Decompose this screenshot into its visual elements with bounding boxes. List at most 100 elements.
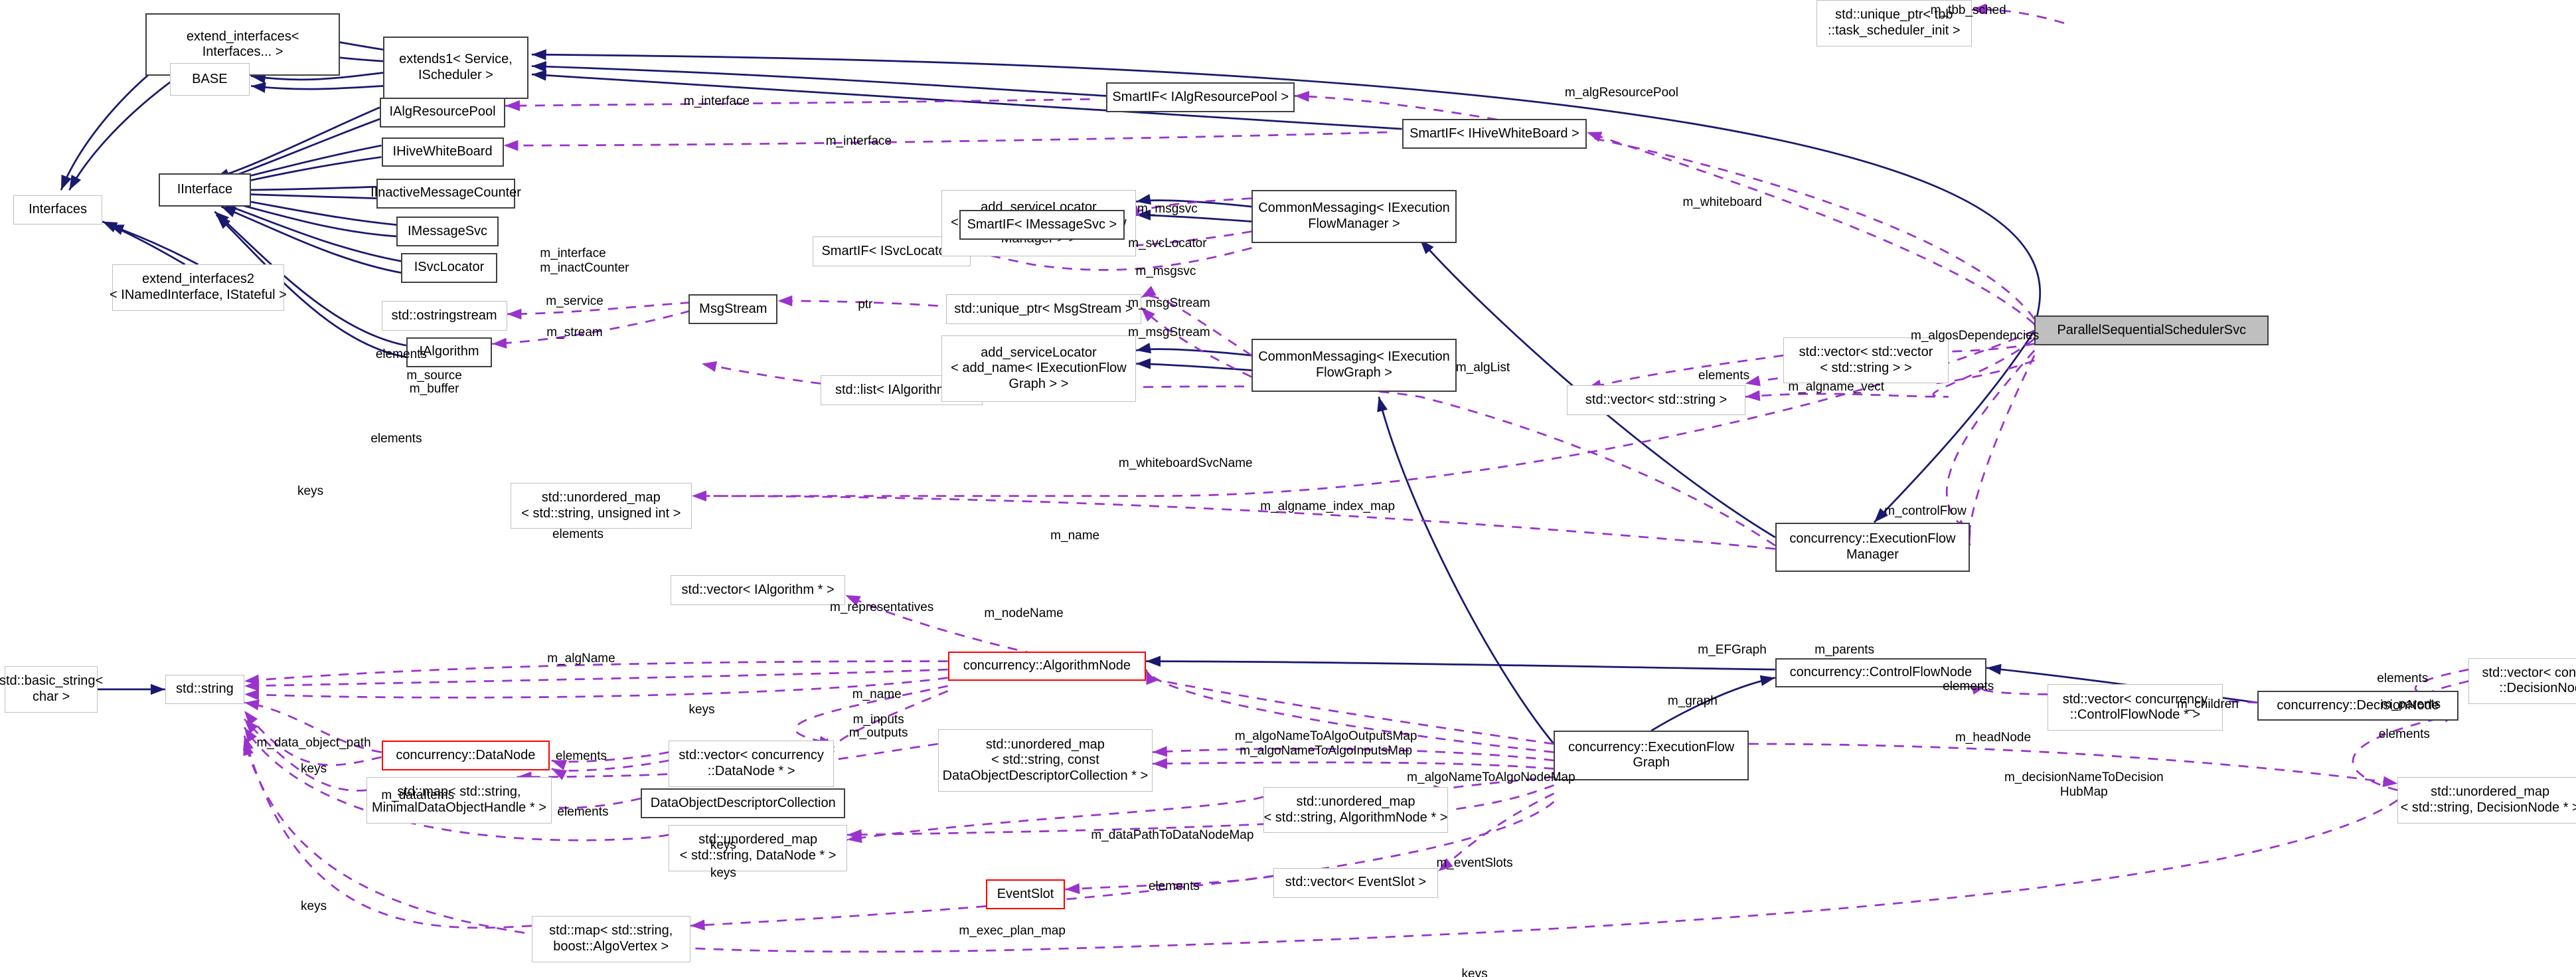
edge-label: m_controlFlow [1884,504,1967,519]
node-datanode[interactable]: concurrency::DataNode [381,741,550,770]
edge-label: m_interface [825,133,892,148]
edge-label: ptr [858,298,873,312]
node-imessagesvc[interactable]: IMessageSvc [396,217,499,246]
edge-label: m_inactCounter [540,261,629,276]
edge-label: elements [557,805,609,820]
node-map_str_mdoh[interactable]: std::map< std::string, MinimalDataObject… [366,776,552,824]
edge-label: m_name [1050,529,1100,543]
edge-label: m_algResourcePool [1564,86,1678,100]
node-vec_conc_cfn[interactable]: std::vector< concurrency ::ControlFlowNo… [2048,684,2223,731]
edge-label: m_EFGraph [1698,643,1767,658]
edge-label: HubMap [2059,785,2108,800]
edge-label: m_nodeName [984,606,1064,621]
node-ialgresourcepool[interactable]: IAlgResourcePool [380,97,506,128]
edge-label: m_msgStream [1128,296,1210,310]
edge-label: m_interface [540,246,606,260]
node-umap_str_datanode[interactable]: std::unordered_map < std::string, DataNo… [669,825,847,871]
node-basic_string[interactable]: std::basic_string< char > [0,666,103,713]
node-add_svcloc_efg[interactable]: add_serviceLocator < add_name< IExecutio… [941,335,1137,402]
node-interfaces[interactable]: Interfaces [13,195,103,225]
edge-label: keys [1461,967,1488,977]
edge-label: m_inputs [852,712,904,727]
node-extends1[interactable]: extends1< Service, IScheduler > [383,36,528,100]
node-unique_ptr_msgstream[interactable]: std::unique_ptr< MsgStream > [946,294,1141,324]
node-vec_ialgorithm[interactable]: std::vector< IAlgorithm * > [670,575,846,605]
edge-label: elements [2377,671,2429,685]
node-extend_interfaces2[interactable]: extend_interfaces2 < INamedInterface, IS… [110,264,287,311]
edge-label: m_name [852,687,902,702]
node-smartif_ialgrespool[interactable]: SmartIF< IAlgResourcePool > [1106,82,1295,113]
edge-label: m_stream [546,325,603,340]
node-umap_str_dodc[interactable]: std::unordered_map < std::string, const … [937,729,1153,792]
edge-label: m_source [406,369,462,383]
edge-label: m_eventSlots [1436,856,1513,871]
edge-label: m_headNode [1955,731,2032,745]
edge-label: m_interface [683,94,750,108]
edge-label: m_algoNameToAlgoOutputsMap [1234,729,1417,743]
edge-label: m_whiteboardSvcName [1118,456,1253,470]
node-ialgorithm[interactable]: IAlgorithm [406,337,493,367]
node-decisionnode[interactable]: concurrency::DecisionNode [2257,691,2459,721]
node-umap_str_algnode[interactable]: std::unordered_map < std::string, Algori… [1263,786,1449,834]
edge-label: m_service [546,294,604,309]
node-psschedulersvc[interactable]: ParallelSequentialSchedulerSvc [2034,315,2269,346]
edge-label: m_algoNameToAlgoInputsMap [1240,744,1413,758]
edge-label: m_decisionNameToDecision [2004,770,2164,784]
node-vec_conc_datanode[interactable]: std::vector< concurrency ::DataNode * > [669,741,834,787]
node-base[interactable]: BASE [170,62,250,96]
node-efgraph[interactable]: concurrency::ExecutionFlow Graph [1554,731,1749,780]
edge-label: m_parents [1814,643,1875,658]
node-algorithmnode[interactable]: concurrency::AlgorithmNode [947,651,1147,681]
edge-label: m_exec_plan_map [959,924,1066,938]
edge-label: m_parents [2381,697,2441,712]
node-eventslot[interactable]: EventSlot [985,879,1066,909]
node-ihivewhiteboard[interactable]: IHiveWhiteBoard [381,137,504,167]
edge-label: m_svcLocator [1128,236,1207,250]
node-msgstream[interactable]: MsgStream [688,294,778,324]
edge-label: m_algName [547,651,615,666]
node-vec_eventslot[interactable]: std::vector< EventSlot > [1273,867,1439,898]
node-efmanager[interactable]: concurrency::ExecutionFlow Manager [1775,522,1971,573]
node-vec_string[interactable]: std::vector< std::string > [1567,385,1745,415]
node-controlflownode[interactable]: concurrency::ControlFlowNode [1775,658,1987,688]
edge-label: m_tbb_sched [1930,3,2006,17]
edge-label: m_msgStream [1128,325,1210,340]
node-map_str_algovertex[interactable]: std::map< std::string, boost::AlgoVertex… [531,915,690,962]
edge-label: elements [1698,369,1750,383]
edge-label: m_buffer [409,381,459,396]
edge-label: keys [710,838,736,852]
node-smartif_imsgsvc[interactable]: SmartIF< IMessageSvc > [959,210,1125,240]
edge-label: elements [370,431,422,446]
node-umap_str_decnode[interactable]: std::unordered_map < std::string, Decisi… [2397,776,2576,824]
node-dodc[interactable]: DataObjectDescriptorCollection [641,788,846,819]
edge-label: keys [301,762,327,776]
node-umap_string_unsigned[interactable]: std::unordered_map < std::string, unsign… [510,482,692,529]
edge-label: keys [710,866,736,881]
node-vec_conc_dn[interactable]: std::vector< concurrency ::DecisionNode … [2468,658,2576,705]
edge-label: m_dataItems [381,788,455,803]
edge-label: m_representatives [829,600,934,614]
edge-label: m_graph [1667,694,1718,709]
node-isvclocator[interactable]: ISvcLocator [401,252,497,283]
edge-label: m_algList [1455,360,1510,375]
edge-label: elements [555,749,607,763]
edge-label: elements [2378,727,2430,742]
node-vec_vec_string[interactable]: std::vector< std::vector < std::string >… [1783,337,1949,384]
node-cm_efm[interactable]: CommonMessaging< IExecution FlowManager … [1251,190,1457,243]
edge-label: m_msgsvc [1135,264,1196,279]
edge-label: m_whiteboard [1682,195,1762,209]
node-iinactivemsgcnt[interactable]: IInactiveMessageCounter [370,178,521,209]
edge-label: m_algoNameToAlgoNodeMap [1407,770,1575,784]
node-cm_efg[interactable]: CommonMessaging< IExecution FlowGraph > [1251,339,1457,392]
edge-label: m_msgsvc [1137,201,1198,216]
edge-label: elements [1943,679,1994,693]
edge-label: m_algosDependencies [1911,329,2040,343]
node-unique_ptr_tbb[interactable]: std::unique_ptr< tbb ::task_scheduler_in… [1816,0,1972,46]
node-smartif_ihivewb[interactable]: SmartIF< IHiveWhiteBoard > [1402,119,1587,149]
node-ostringstream[interactable]: std::ostringstream [381,300,507,331]
node-std_string[interactable]: std::string [165,674,245,705]
edge-label: m_dataPathToDataNodeMap [1091,828,1254,842]
edge-label: keys [688,702,715,717]
node-iinterface[interactable]: IInterface [158,173,252,207]
